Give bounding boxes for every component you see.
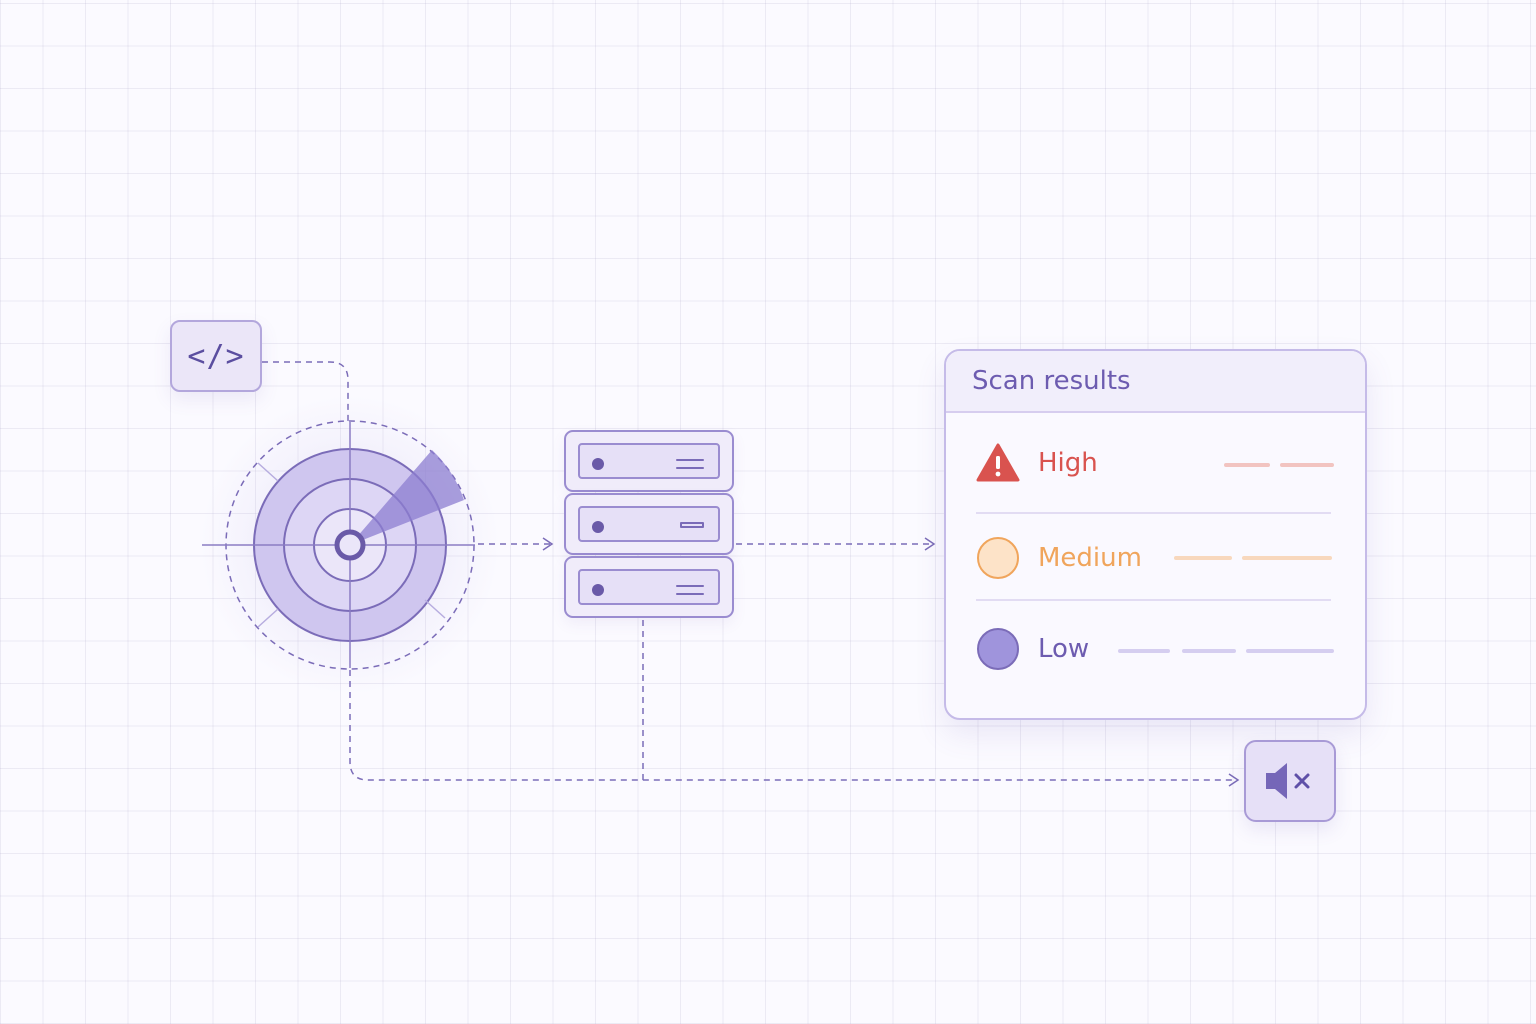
severity-bar <box>1224 463 1270 467</box>
mute-speaker-icon <box>1266 763 1310 799</box>
panel-title: Scan results <box>972 366 1131 396</box>
code-icon: </> <box>187 338 245 374</box>
status-led <box>592 458 604 470</box>
warning-triangle-icon <box>976 441 1020 485</box>
severity-label-low: Low <box>1038 634 1090 664</box>
severity-label-medium: Medium <box>1038 543 1142 573</box>
purple-circle-icon <box>976 627 1020 671</box>
result-row-medium[interactable]: Medium <box>976 528 1332 588</box>
radar-icon <box>200 395 500 695</box>
severity-bar <box>1280 463 1334 467</box>
arrowhead-icon <box>924 537 936 551</box>
row-divider <box>976 512 1331 514</box>
status-led <box>592 521 604 533</box>
radar-to-alert-connector <box>349 670 1236 781</box>
severity-label-high: High <box>1038 448 1098 478</box>
result-row-low[interactable]: Low <box>976 619 1334 679</box>
orange-circle-icon <box>976 536 1020 580</box>
server-unit <box>564 493 734 555</box>
arrowhead-icon <box>1228 773 1240 787</box>
server-rack-icon <box>564 430 734 619</box>
server-unit <box>564 430 734 492</box>
result-row-high[interactable]: High <box>976 433 1334 493</box>
severity-bar <box>1242 556 1332 560</box>
severity-bar <box>1182 649 1236 653</box>
row-divider <box>976 599 1331 601</box>
mute-alert-tile[interactable] <box>1244 740 1336 822</box>
scan-results-panel: Scan results High Medium Low <box>944 349 1367 720</box>
status-led <box>592 584 604 596</box>
severity-bar <box>1174 556 1232 560</box>
server-unit <box>564 556 734 618</box>
panel-header: Scan results <box>946 351 1365 413</box>
code-to-radar-connector <box>262 361 349 422</box>
code-source-tile: </> <box>170 320 262 392</box>
severity-bar <box>1246 649 1334 653</box>
arrowhead-icon <box>542 537 554 551</box>
severity-bar <box>1118 649 1170 653</box>
